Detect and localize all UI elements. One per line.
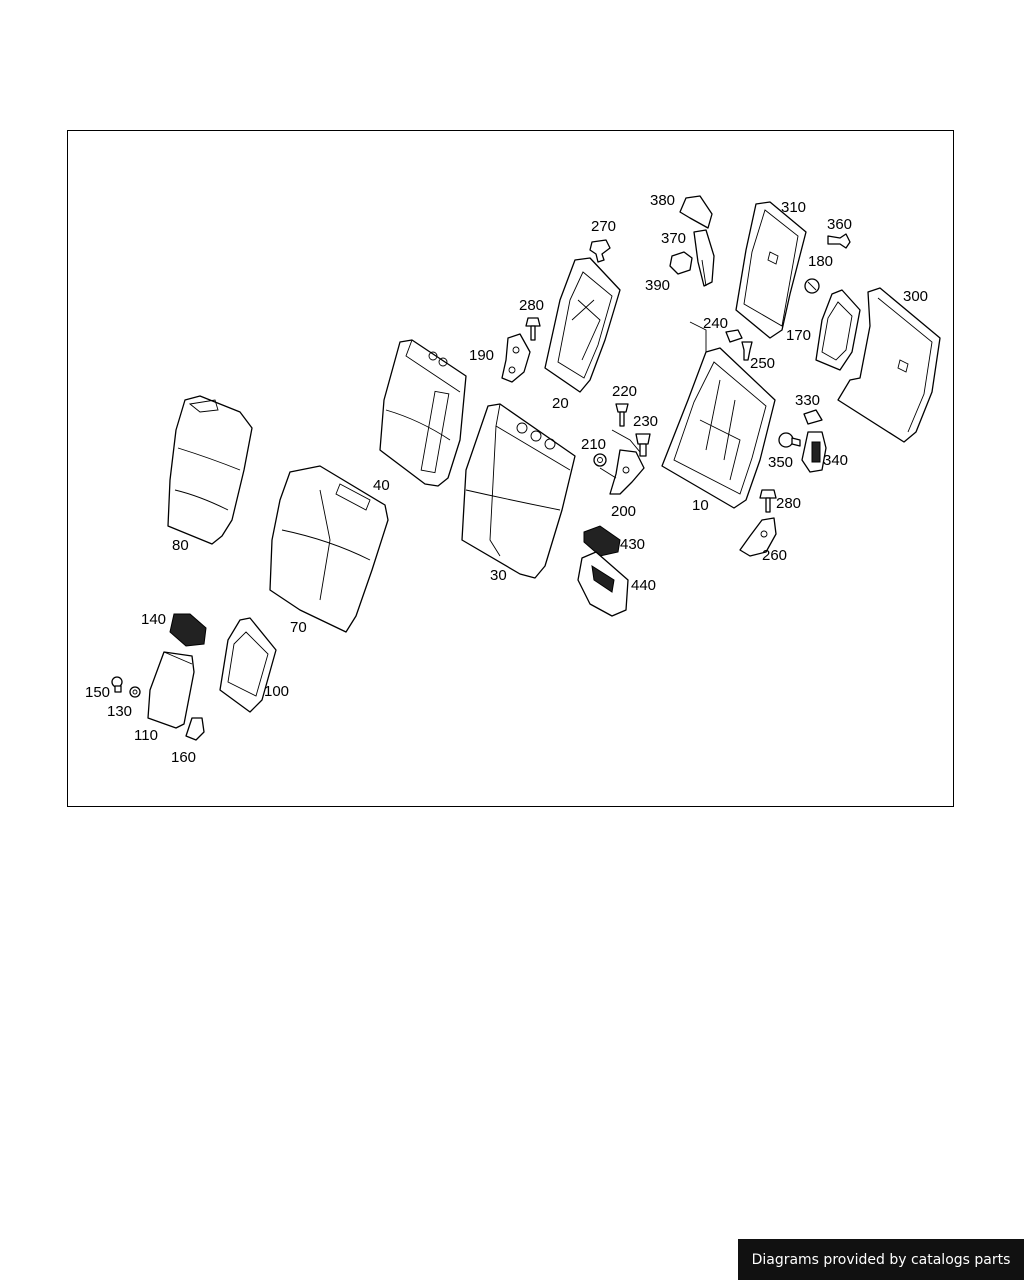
part-200-bracket — [609, 449, 645, 495]
label-380: 380 — [650, 192, 675, 209]
label-430: 430 — [620, 536, 645, 553]
part-30-backrest-pad-large — [461, 403, 576, 579]
label-390: 390 — [645, 277, 670, 294]
part-160-hook — [185, 717, 205, 741]
part-280-bolt-lower — [759, 489, 777, 513]
leader-220 — [611, 429, 641, 453]
label-150: 150 — [85, 684, 110, 701]
part-370-latch — [693, 229, 715, 287]
part-110-armrest — [147, 651, 195, 729]
label-280-lower: 280 — [776, 495, 801, 512]
part-350-screw — [778, 432, 801, 448]
part-430-switch — [583, 525, 621, 557]
part-140-switch-block — [169, 613, 207, 647]
label-210: 210 — [581, 436, 606, 453]
label-360: 360 — [827, 216, 852, 233]
label-230: 230 — [633, 413, 658, 430]
label-100: 100 — [264, 683, 289, 700]
part-240-clip — [725, 329, 743, 343]
label-20: 20 — [552, 395, 569, 412]
part-330-clip — [803, 409, 823, 425]
part-20-backrest-frame — [544, 257, 621, 393]
leader-210 — [599, 467, 617, 479]
label-10: 10 — [692, 497, 709, 514]
label-370: 370 — [661, 230, 686, 247]
part-150-screw — [111, 676, 123, 693]
part-210-nut — [593, 453, 607, 467]
label-270: 270 — [591, 218, 616, 235]
label-310: 310 — [781, 199, 806, 216]
part-270-clip — [589, 239, 611, 263]
part-310-rear-panel — [735, 201, 807, 339]
label-140: 140 — [141, 611, 166, 628]
label-190: 190 — [469, 347, 494, 364]
diagram-credit-footer: Diagrams provided by catalogs parts — [738, 1239, 1024, 1280]
part-130-nut — [129, 686, 141, 698]
label-350: 350 — [768, 454, 793, 471]
part-340-lock — [801, 431, 827, 473]
label-40: 40 — [373, 477, 390, 494]
label-330: 330 — [795, 392, 820, 409]
part-360-screw — [827, 233, 851, 249]
part-220-bolt — [615, 403, 629, 427]
part-390-cover — [669, 251, 693, 275]
label-130: 130 — [107, 703, 132, 720]
label-80: 80 — [172, 537, 189, 554]
label-200: 200 — [611, 503, 636, 520]
part-180-screw — [804, 278, 820, 294]
label-340: 340 — [823, 452, 848, 469]
label-70: 70 — [290, 619, 307, 636]
part-100-frame — [219, 617, 277, 713]
label-300: 300 — [903, 288, 928, 305]
part-80-backrest-foam — [167, 395, 253, 545]
part-250-screw — [741, 341, 753, 361]
label-160: 160 — [171, 749, 196, 766]
part-260-hinge — [739, 517, 777, 557]
part-170-frame-bracket — [815, 289, 861, 371]
label-250: 250 — [750, 355, 775, 372]
label-110: 110 — [134, 727, 158, 744]
leader-370 — [689, 321, 707, 352]
label-30: 30 — [490, 567, 507, 584]
label-440: 440 — [631, 577, 656, 594]
part-190-bracket — [501, 333, 531, 383]
part-380-cap — [679, 195, 713, 229]
part-300-back-panel — [837, 287, 941, 443]
label-180: 180 — [808, 253, 833, 270]
label-260: 260 — [762, 547, 787, 564]
label-240: 240 — [703, 315, 728, 332]
part-440-trim-cover — [577, 551, 629, 617]
part-280-bolt-upper — [525, 317, 541, 341]
label-280-upper: 280 — [519, 297, 544, 314]
part-70-backrest-cover — [269, 465, 389, 633]
part-10-backrest-main-frame — [661, 347, 776, 509]
label-170: 170 — [786, 327, 811, 344]
label-220: 220 — [612, 383, 637, 400]
part-40-backrest-pad — [379, 339, 467, 487]
part-230-bolt — [635, 433, 651, 457]
